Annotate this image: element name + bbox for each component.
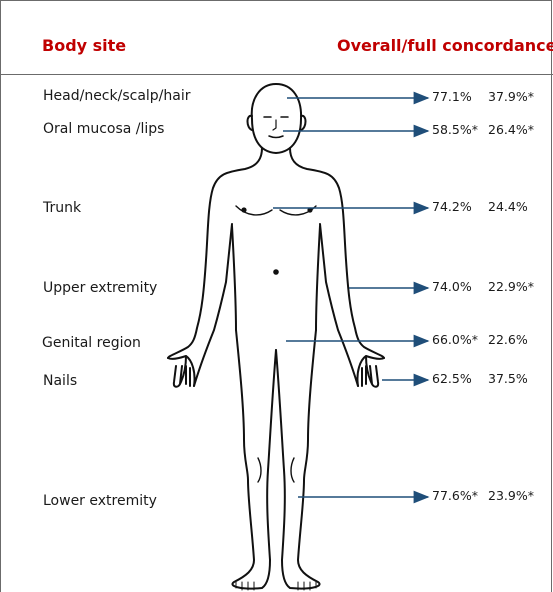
overall-value-nails: 62.5% bbox=[432, 371, 472, 386]
navel bbox=[273, 269, 279, 275]
site-label-oral-mucosa: Oral mucosa /lips bbox=[43, 121, 164, 137]
overall-value-trunk: 74.2% bbox=[432, 199, 472, 214]
site-label-nails: Nails bbox=[43, 373, 77, 389]
site-label-lower-extremity: Lower extremity bbox=[43, 493, 157, 509]
overall-value-lower-extremity: 77.6%* bbox=[432, 488, 478, 503]
right-leg bbox=[282, 330, 320, 589]
overall-value-oral-mucosa: 58.5%* bbox=[432, 122, 478, 137]
left-hand bbox=[168, 356, 195, 387]
overall-value-upper-extremity: 74.0% bbox=[432, 279, 472, 294]
overall-value-head-neck: 77.1% bbox=[432, 89, 472, 104]
site-label-trunk: Trunk bbox=[43, 200, 81, 216]
right-hand bbox=[357, 356, 384, 387]
full-value-upper-extremity: 22.9%* bbox=[488, 279, 534, 294]
overall-value-genital-region: 66.0%* bbox=[432, 332, 478, 347]
site-label-upper-extremity: Upper extremity bbox=[43, 280, 157, 296]
full-value-nails: 37.5% bbox=[488, 371, 528, 386]
left-leg bbox=[232, 330, 270, 589]
site-label-genital-region: Genital region bbox=[42, 335, 141, 351]
full-value-head-neck: 37.9%* bbox=[488, 89, 534, 104]
full-value-lower-extremity: 23.9%* bbox=[488, 488, 534, 503]
head-outline bbox=[252, 84, 301, 153]
site-label-head-neck: Head/neck/scalp/hair bbox=[43, 88, 191, 104]
full-value-oral-mucosa: 26.4%* bbox=[488, 122, 534, 137]
left-nipple bbox=[241, 207, 246, 212]
full-value-genital-region: 22.6% bbox=[488, 332, 528, 347]
full-value-trunk: 24.4% bbox=[488, 199, 528, 214]
